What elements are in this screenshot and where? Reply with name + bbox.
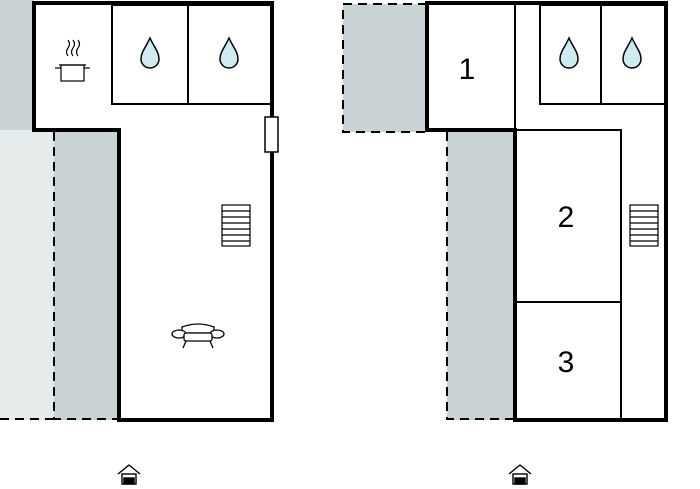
bathroom-room	[187, 4, 273, 105]
cooking-pot-icon	[55, 39, 90, 82]
water-drop-icon	[140, 36, 160, 69]
ground-floor-plan	[0, 0, 279, 485]
upper-floor-plan: 1 2 3	[342, 1, 668, 485]
water-drop-icon	[559, 36, 579, 69]
room-label-3: 3	[558, 346, 575, 379]
room-label-1: 1	[459, 53, 476, 86]
terrace-dashed-outline	[446, 132, 515, 420]
terrace-shaded-area	[54, 130, 120, 420]
bathroom-room	[600, 4, 667, 105]
entrance-icon	[508, 464, 532, 485]
sofa-icon	[171, 323, 225, 349]
staircase-icon	[221, 204, 251, 247]
staircase-icon	[629, 204, 659, 247]
water-drop-icon	[219, 36, 239, 69]
terrace-shaded-area	[447, 130, 515, 420]
water-drop-icon	[622, 36, 642, 69]
room-label-2: 2	[558, 201, 575, 234]
ground-floor-outline	[32, 1, 274, 422]
room-3-walls	[514, 301, 622, 421]
terrace-light-area	[0, 130, 54, 420]
terrace-top-area	[0, 0, 34, 130]
door-icon	[264, 116, 279, 153]
balcony-area	[343, 4, 427, 132]
entrance-icon	[117, 464, 141, 485]
